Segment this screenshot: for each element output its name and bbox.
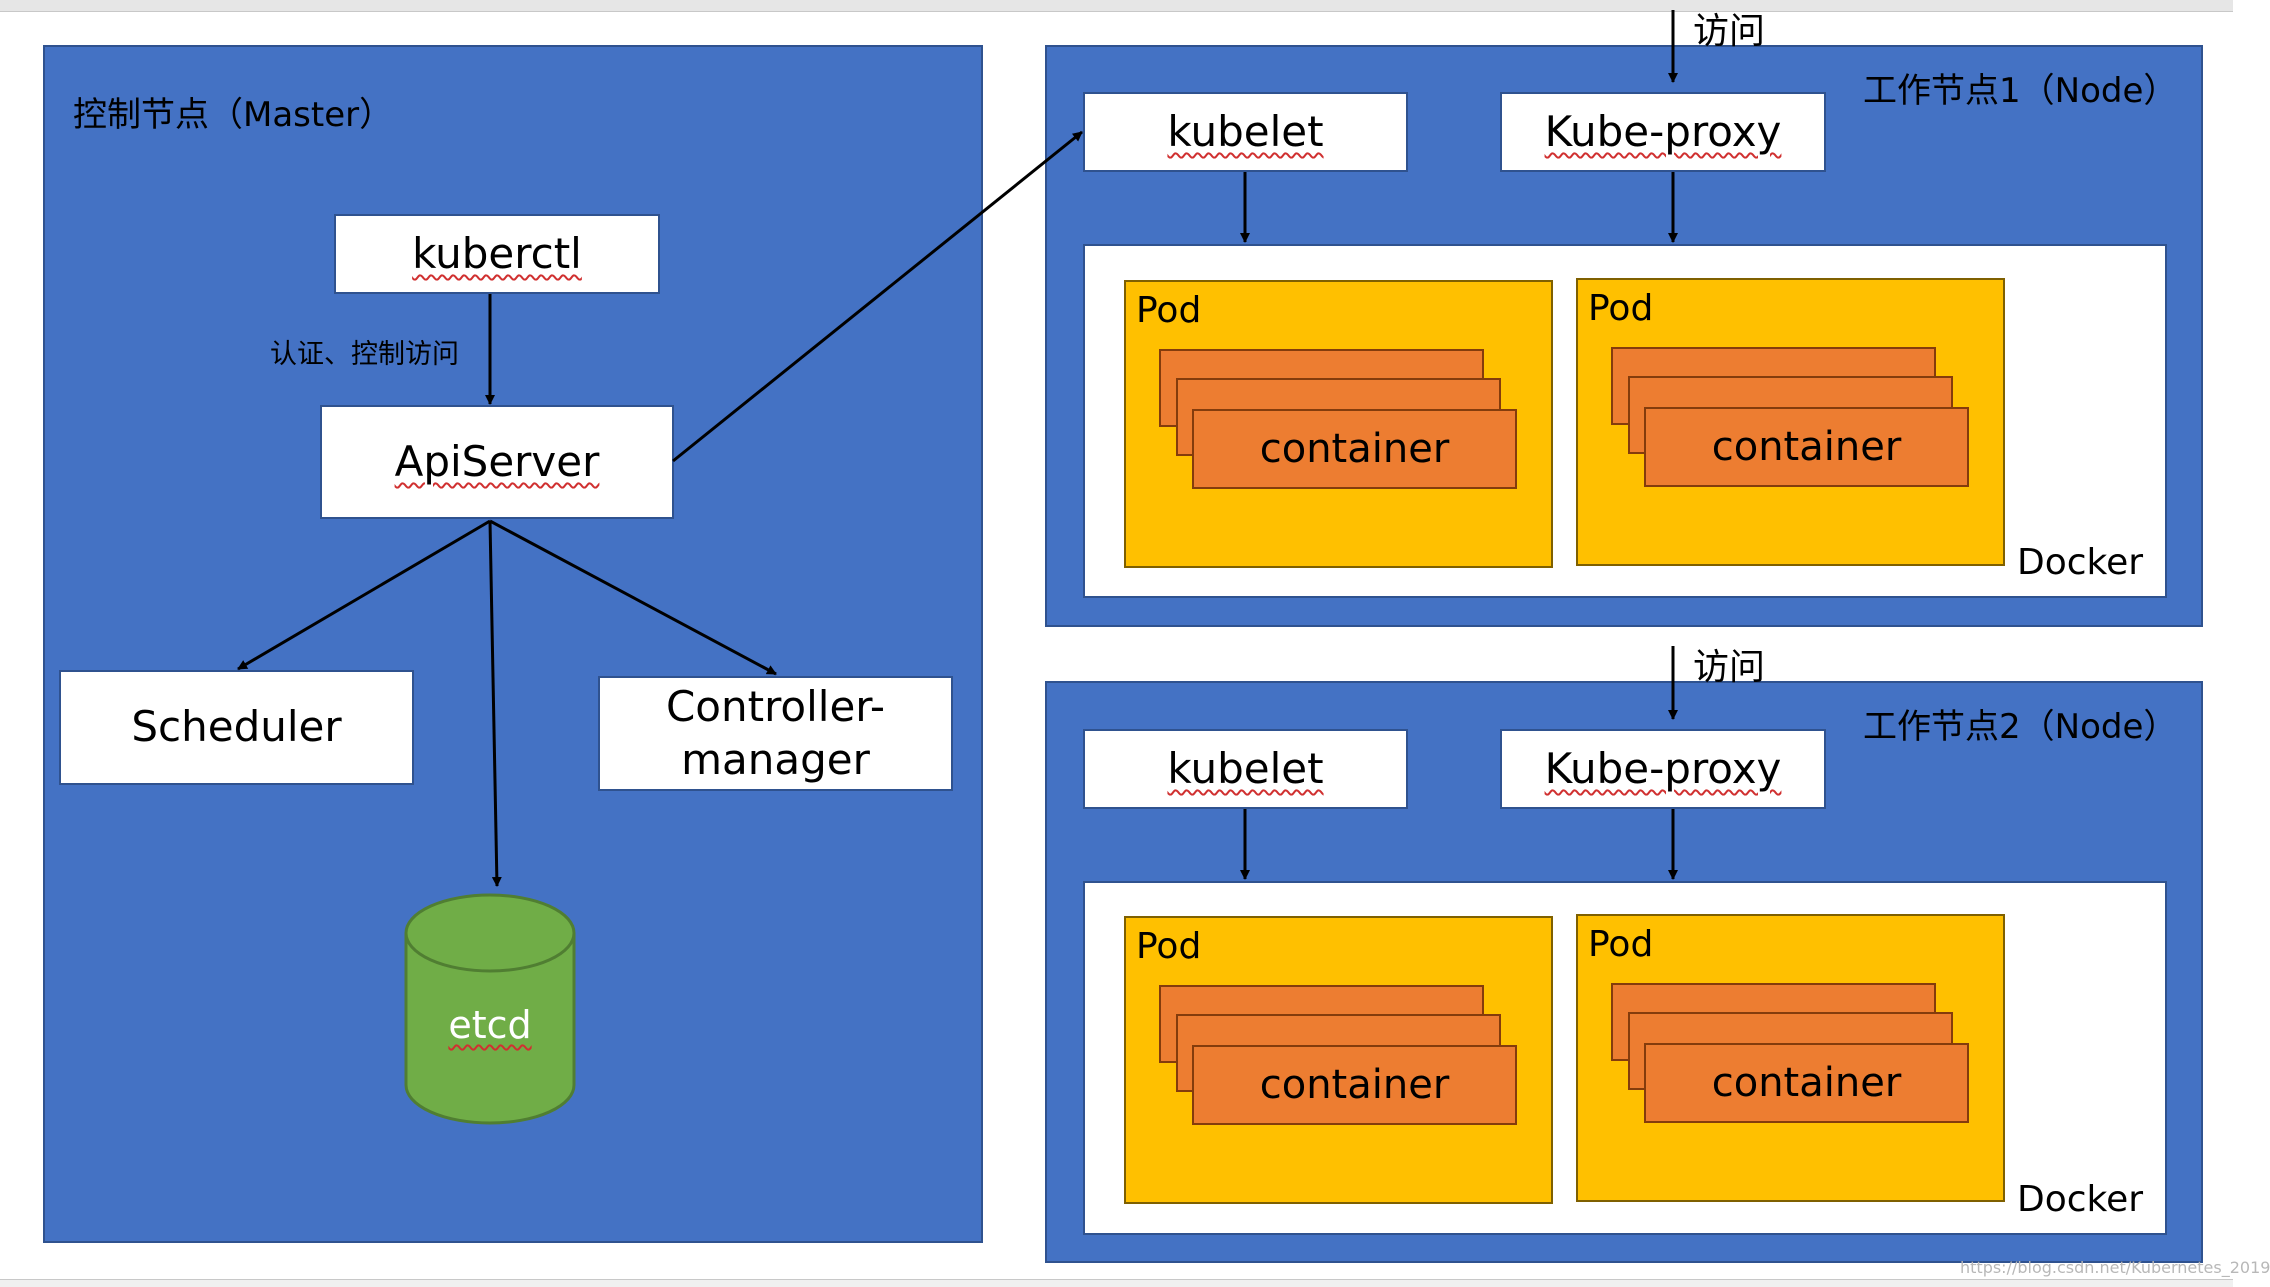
scheduler-label: Scheduler — [131, 702, 342, 752]
node2-kube-proxy-label: Kube-proxy — [1544, 743, 1782, 793]
node1-pod1-label: Pod — [1136, 290, 1202, 331]
node1-kube-proxy-box: Kube-proxy — [1500, 92, 1826, 172]
kuberctl-label: kuberctl — [412, 228, 582, 278]
kuberctl-box: kuberctl — [334, 214, 660, 294]
node1-visit-label: 访问 — [1693, 11, 1766, 52]
node1-pod1-container-front: container — [1192, 409, 1517, 489]
node2-pod1-label: Pod — [1136, 926, 1202, 967]
scheduler-box: Scheduler — [59, 670, 414, 785]
node2-pod1-container-label: container — [1259, 1062, 1450, 1108]
node2-pod2-label: Pod — [1588, 924, 1654, 965]
auth-access-label: 认证、控制访问 — [270, 339, 459, 370]
node1-kubelet-label: kubelet — [1167, 106, 1324, 156]
node1-pod2-container-label: container — [1711, 424, 1902, 470]
apiserver-box: ApiServer — [320, 405, 674, 519]
node1-pod2-container-front: container — [1644, 407, 1969, 487]
node2-title: 工作节点2（Node） — [1863, 707, 2178, 747]
node1-pod2-label: Pod — [1588, 288, 1654, 329]
etcd-label: etcd — [448, 1003, 532, 1047]
controller-manager-label-line2: manager — [681, 734, 870, 784]
node2-visit-label: 访问 — [1693, 647, 1766, 688]
master-title: 控制节点（Master） — [73, 95, 394, 135]
node1-pod1-container-label: container — [1259, 426, 1450, 472]
node2-pod1-container-front: container — [1192, 1045, 1517, 1125]
controller-manager-label-line1: Controller- — [665, 682, 886, 731]
window-top-border — [0, 0, 2233, 12]
controller-manager-box: Controller- manager — [598, 676, 953, 791]
node2-docker-label: Docker — [2017, 1179, 2144, 1220]
node1-docker-label: Docker — [2017, 542, 2144, 583]
apiserver-label: ApiServer — [394, 436, 600, 486]
node2-pod2-container-label: container — [1711, 1060, 1902, 1106]
window-bottom-border — [0, 1279, 2233, 1287]
etcd-cylinder — [404, 893, 576, 1125]
node2-kube-proxy-box: Kube-proxy — [1500, 729, 1826, 809]
node2-kubelet-label: kubelet — [1167, 743, 1324, 793]
watermark: https://blog.csdn.net/Kubernetes_2019 — [1960, 1258, 2270, 1277]
node1-kubelet-box: kubelet — [1083, 92, 1408, 172]
node1-kube-proxy-label: Kube-proxy — [1544, 106, 1782, 156]
node2-kubelet-box: kubelet — [1083, 729, 1408, 809]
node1-title: 工作节点1（Node） — [1863, 71, 2178, 111]
node2-pod2-container-front: container — [1644, 1043, 1969, 1123]
